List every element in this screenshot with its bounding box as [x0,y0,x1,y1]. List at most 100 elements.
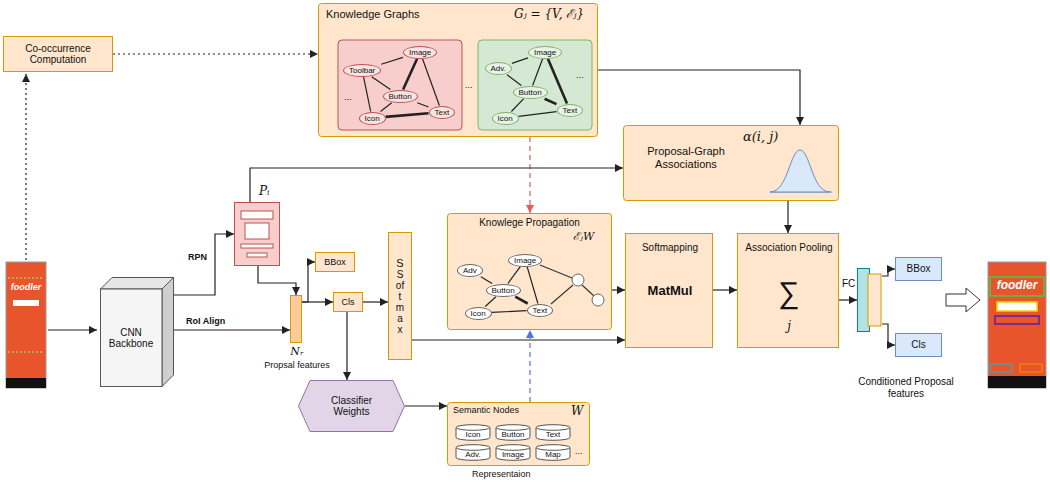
cylinder-node: Map [535,444,571,461]
node-text: Pᵢ [259,185,270,199]
connector [882,324,895,345]
box-fill [624,126,839,201]
process-box: Association Pooling∑j [737,233,839,348]
connector [508,267,520,284]
graph-node: Button [486,284,521,297]
connector [346,312,347,380]
label: ... [344,92,352,102]
output-box: Cls [333,292,363,312]
cylinder-node: Icon [455,424,491,441]
graph-dot [572,274,584,286]
connector [839,299,857,300]
detection-box [997,302,1037,311]
connector [882,269,895,276]
graph-node: Text [557,104,584,117]
graph-node: Text [429,106,456,119]
output-box: BBox [895,257,942,281]
group-box: Knowledge GraphsGⱼ = {V, ℰⱼ}ToolbarImage… [318,3,598,137]
box-fill [448,214,612,330]
connector [403,59,417,90]
graph-node: Icon [465,307,492,320]
graph-node: Icon [359,112,386,125]
connector [481,277,492,284]
connector [787,201,788,233]
node-text: Toolbar [349,66,375,75]
fc-layer: FC [857,268,882,332]
cylinder-node: Button [495,424,531,441]
connector [533,59,543,86]
connector [412,339,625,340]
graph-node: Adv [457,264,483,277]
connector [174,329,290,330]
input-screenshot [6,262,46,388]
node-text: Nᵣ [271,346,323,359]
node-text: Image [502,450,524,459]
screen-navbar [988,376,1046,388]
node-text: Icon [465,430,480,439]
node-text: Cls [342,297,355,307]
connector [485,297,496,307]
connector [363,301,388,302]
connector [548,59,567,104]
connector [713,289,737,290]
connector [507,75,521,86]
node-text: Knowledge Graphs [326,8,420,21]
label: ... [576,70,584,80]
box-fill [448,403,590,466]
connector [381,103,392,112]
node-text: ℰⱼW [573,231,594,244]
box-fill [319,4,598,137]
node-text: Icon [498,114,513,123]
feature-bar: NᵣPropsal features [290,295,302,343]
connector [364,77,371,112]
process-box: SoftmappingMatMul [625,233,713,348]
connector [529,137,530,213]
gaussian-curve [770,150,830,192]
node-text: Knowlege Propagation [455,217,604,229]
node-text: Propsal features [246,360,348,370]
connector [302,301,333,302]
graph-link [551,285,573,304]
graph-node: Button [513,86,548,99]
node-text: Image [409,48,431,57]
graph-node: Button [383,90,418,103]
node-text: α(i, j) [743,130,778,145]
label: ... [575,446,583,456]
node-text: j [738,320,840,334]
graph-node: Text [527,304,554,317]
output-box: BBox [315,252,355,272]
flow-arrow [48,329,97,330]
node-text: FC [842,278,855,290]
node-text: Text [563,106,578,115]
node-text: Text [435,108,450,117]
detection-box [1020,364,1042,372]
detection-box [995,316,1039,324]
graph-node: Image [403,46,437,59]
process-box: Co-occurrence Computation [3,36,113,72]
node-text: BBox [907,263,931,275]
connector [612,289,625,290]
node-text: Association Pooling [738,242,840,254]
detection-box [990,364,1012,372]
graph-node: Image [528,46,562,59]
label: ... [465,80,473,90]
screen-field [13,300,39,306]
hexagon-box: Classifier Weights [298,380,405,432]
connector [511,99,523,112]
node-text: Map [545,450,561,459]
connector [527,267,538,304]
node-text: Button [389,92,412,101]
graph-node: Toolbar [343,64,381,77]
node-text: Icon [471,309,486,318]
node-text: Button [501,430,524,439]
softmax-box: SSoftmax [388,232,412,360]
graph-dot [592,294,604,306]
fc-outline [857,268,882,332]
graph-panel [478,40,592,130]
node-text: Proposal-Graph Associations [631,145,741,170]
connector [512,58,528,64]
node-text: Softmax [395,269,405,335]
graph-link [540,265,572,278]
node-text: Adv. [491,64,506,73]
